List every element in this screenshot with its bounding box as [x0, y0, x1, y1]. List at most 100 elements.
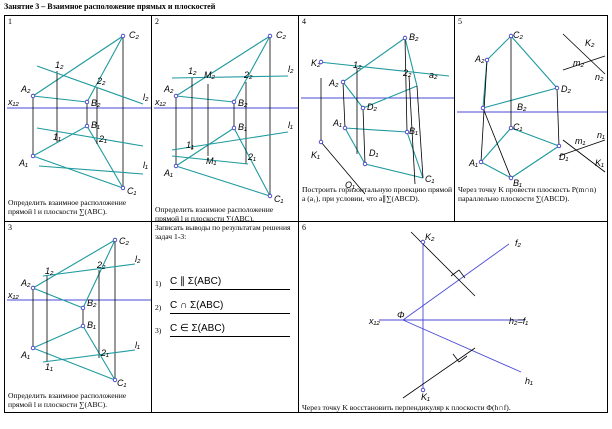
- svg-text:h₁: h₁: [525, 376, 533, 386]
- svg-text:B₂: B₂: [87, 298, 97, 308]
- svg-text:x₁₂: x₁₂: [368, 316, 380, 326]
- svg-text:B₂: B₂: [409, 32, 419, 42]
- svg-text:A₂: A₂: [20, 278, 31, 288]
- svg-text:Φ: Φ: [397, 310, 405, 320]
- task-3-cell: 3 x₁₂ C₂ A₂ 1₂ 2₂ l₂ B₂ B₁ 2₁ l₁ A₁ 1₁ C…: [4, 221, 152, 413]
- svg-text:1₁: 1₁: [53, 132, 61, 142]
- task-2-drawing: x₁₂ C₂ A₂ B₂ 1₂ M₂ 2₂ l₂ B₁ l₁ 1₁ M₁ 2₁ …: [154, 30, 298, 204]
- edge-a1b1: [32, 125, 88, 157]
- answer-2[interactable]: C ∩ Σ(ABC): [170, 300, 224, 311]
- svg-text:K₁: K₁: [311, 150, 320, 160]
- svg-text:2₂: 2₂: [402, 68, 412, 78]
- svg-text:l₁: l₁: [135, 340, 140, 350]
- svg-text:B₁: B₁: [87, 320, 96, 330]
- svg-text:2₁: 2₁: [98, 134, 107, 144]
- svg-text:D₁: D₁: [559, 152, 568, 162]
- task-4-drawing: K₂ B₂ A₂ 1₂ 2₂ a₂ D₂ B₁ A₁ D₁ K₁ O₁ C₁: [301, 32, 454, 195]
- svg-text:A₂: A₂: [474, 54, 485, 64]
- svg-text:A₂: A₂: [328, 78, 339, 88]
- edge-b1c1: [86, 125, 124, 189]
- svg-text:O₁: O₁: [345, 180, 355, 190]
- svg-text:A₁: A₁: [163, 168, 173, 178]
- svg-text:C₂: C₂: [119, 236, 129, 246]
- svg-text:h₂=f₁: h₂=f₁: [509, 316, 528, 326]
- edge-a2b2: [32, 95, 88, 103]
- line-l2: [36, 65, 144, 105]
- task-5-drawing: C₂ A₂ D₂ B₂ C₁ A₁ D₁ B₁ K₂ m₂ n₂ m₁ K₁ n…: [457, 30, 607, 188]
- svg-text:B₁: B₁: [238, 122, 247, 132]
- svg-text:K₂: K₂: [425, 232, 435, 242]
- answer-1[interactable]: C ∥ Σ(ABC): [170, 276, 222, 287]
- svg-text:1₁: 1₁: [186, 140, 194, 150]
- line-l1-a: [36, 127, 144, 147]
- svg-text:C₂: C₂: [513, 30, 523, 40]
- svg-text:m₁: m₁: [575, 136, 585, 146]
- svg-text:l₂: l₂: [143, 92, 149, 102]
- task-6-cell: 6 f₂ K₂ x₁₂ Φ h₂=f₁ h₁ K₁ Через точку K …: [298, 221, 608, 413]
- svg-text:B₂: B₂: [517, 102, 527, 112]
- svg-text:l₁: l₁: [288, 120, 293, 130]
- edge-b2c2: [86, 35, 124, 103]
- svg-text:n₂: n₂: [595, 72, 604, 82]
- task-2-cell: 2 x₁₂ C₂ A₂ B₂ 1₂ M₂ 2₂ l₂ B₁ l₁ 1₁ M₁ 2…: [151, 15, 299, 222]
- svg-text:B₂: B₂: [238, 98, 248, 108]
- svg-text:C₂: C₂: [276, 30, 286, 40]
- task-6-drawing: f₂ K₂ x₁₂ Φ h₂=f₁ h₁ K₁: [368, 231, 533, 402]
- svg-text:x₁₂: x₁₂: [154, 97, 166, 107]
- svg-text:M₁: M₁: [206, 156, 216, 166]
- svg-text:A₁: A₁: [468, 158, 478, 168]
- svg-text:B₁: B₁: [91, 120, 100, 130]
- task-3-drawing: x₁₂ C₂ A₂ 1₂ 2₂ l₂ B₂ B₁ 2₁ l₁ A₁ 1₁ C₁: [7, 236, 151, 388]
- svg-text:C₁: C₁: [513, 122, 522, 132]
- svg-text:M₂: M₂: [204, 70, 215, 80]
- svg-text:f₂: f₂: [515, 238, 522, 248]
- svg-text:1₂: 1₂: [353, 60, 362, 70]
- svg-text:m₂: m₂: [573, 58, 584, 68]
- svg-text:K₂: K₂: [585, 38, 595, 48]
- task-1-drawing: x₁₂ C₂ A₂ B₂ 1₂ 2₂ l₂ B₁ 1₁ 2₁ l₁ A₁ C₁: [7, 30, 151, 196]
- svg-text:D₂: D₂: [367, 102, 377, 112]
- svg-text:D₂: D₂: [561, 84, 571, 94]
- svg-text:l₁: l₁: [143, 160, 148, 170]
- svg-text:A₂: A₂: [20, 84, 31, 94]
- svg-text:2₂: 2₂: [243, 70, 253, 80]
- conclusions-cell: Записать выводы по результатам решения з…: [151, 221, 299, 413]
- svg-text:l₂: l₂: [288, 64, 294, 74]
- svg-text:x₁₂: x₁₂: [7, 290, 19, 300]
- svg-text:2₁: 2₁: [100, 348, 109, 358]
- task-5-cell: 5 C₂ A₂ D₂ B₂ C₁ A₁ D₁ B₁ K₂ m₂ n₂ m₁ K₁…: [454, 15, 608, 222]
- answer-3[interactable]: C ∈ Σ(ABC): [170, 323, 225, 334]
- svg-text:1₂: 1₂: [188, 66, 197, 76]
- svg-text:B₁: B₁: [513, 178, 522, 188]
- svg-text:C₁: C₁: [274, 194, 283, 204]
- edge-a1c1: [32, 155, 124, 189]
- svg-text:A₂: A₂: [163, 84, 174, 94]
- task-1-cell: 1 x₁₂ C₂ A₂ B₂ 1₂ 2₂ l₂ B₁ 1₁ 2₁ l₁ A₁ C…: [4, 15, 152, 222]
- task-1-caption: Определить взаимное расположение прямой …: [8, 198, 127, 216]
- svg-text:C₁: C₁: [117, 378, 126, 388]
- label-x12: x₁₂: [7, 97, 19, 107]
- task-number: 1: [8, 17, 12, 26]
- svg-text:K₁: K₁: [595, 158, 604, 168]
- edge-a2c2: [32, 35, 124, 97]
- svg-text:K₂: K₂: [311, 58, 321, 68]
- svg-text:C₂: C₂: [129, 30, 139, 40]
- svg-text:2₁: 2₁: [247, 152, 256, 162]
- svg-text:B₁: B₁: [409, 126, 418, 136]
- svg-text:1₂: 1₂: [45, 266, 54, 276]
- svg-text:C₁: C₁: [127, 186, 136, 196]
- svg-text:1₂: 1₂: [55, 60, 64, 70]
- svg-text:A₁: A₁: [332, 118, 342, 128]
- svg-text:l₂: l₂: [135, 254, 141, 264]
- svg-text:C₁: C₁: [425, 174, 434, 184]
- svg-text:2₂: 2₂: [96, 260, 106, 270]
- page-title: Занятие 3 – Взаимное расположение прямых…: [4, 2, 216, 11]
- svg-text:A₁: A₁: [18, 158, 28, 168]
- svg-text:A₁: A₁: [20, 350, 30, 360]
- svg-text:B₂: B₂: [91, 98, 101, 108]
- svg-text:a₂: a₂: [429, 70, 438, 80]
- task-4-cell: 4 K₂ B₂ A₂ 1₂ 2₂ a₂ D₂ B₁ A₁ D₁ K₁ O₁ C₁: [298, 15, 455, 222]
- svg-text:2₂: 2₂: [96, 76, 106, 86]
- svg-text:D₁: D₁: [369, 148, 378, 158]
- svg-text:n₁: n₁: [597, 130, 605, 140]
